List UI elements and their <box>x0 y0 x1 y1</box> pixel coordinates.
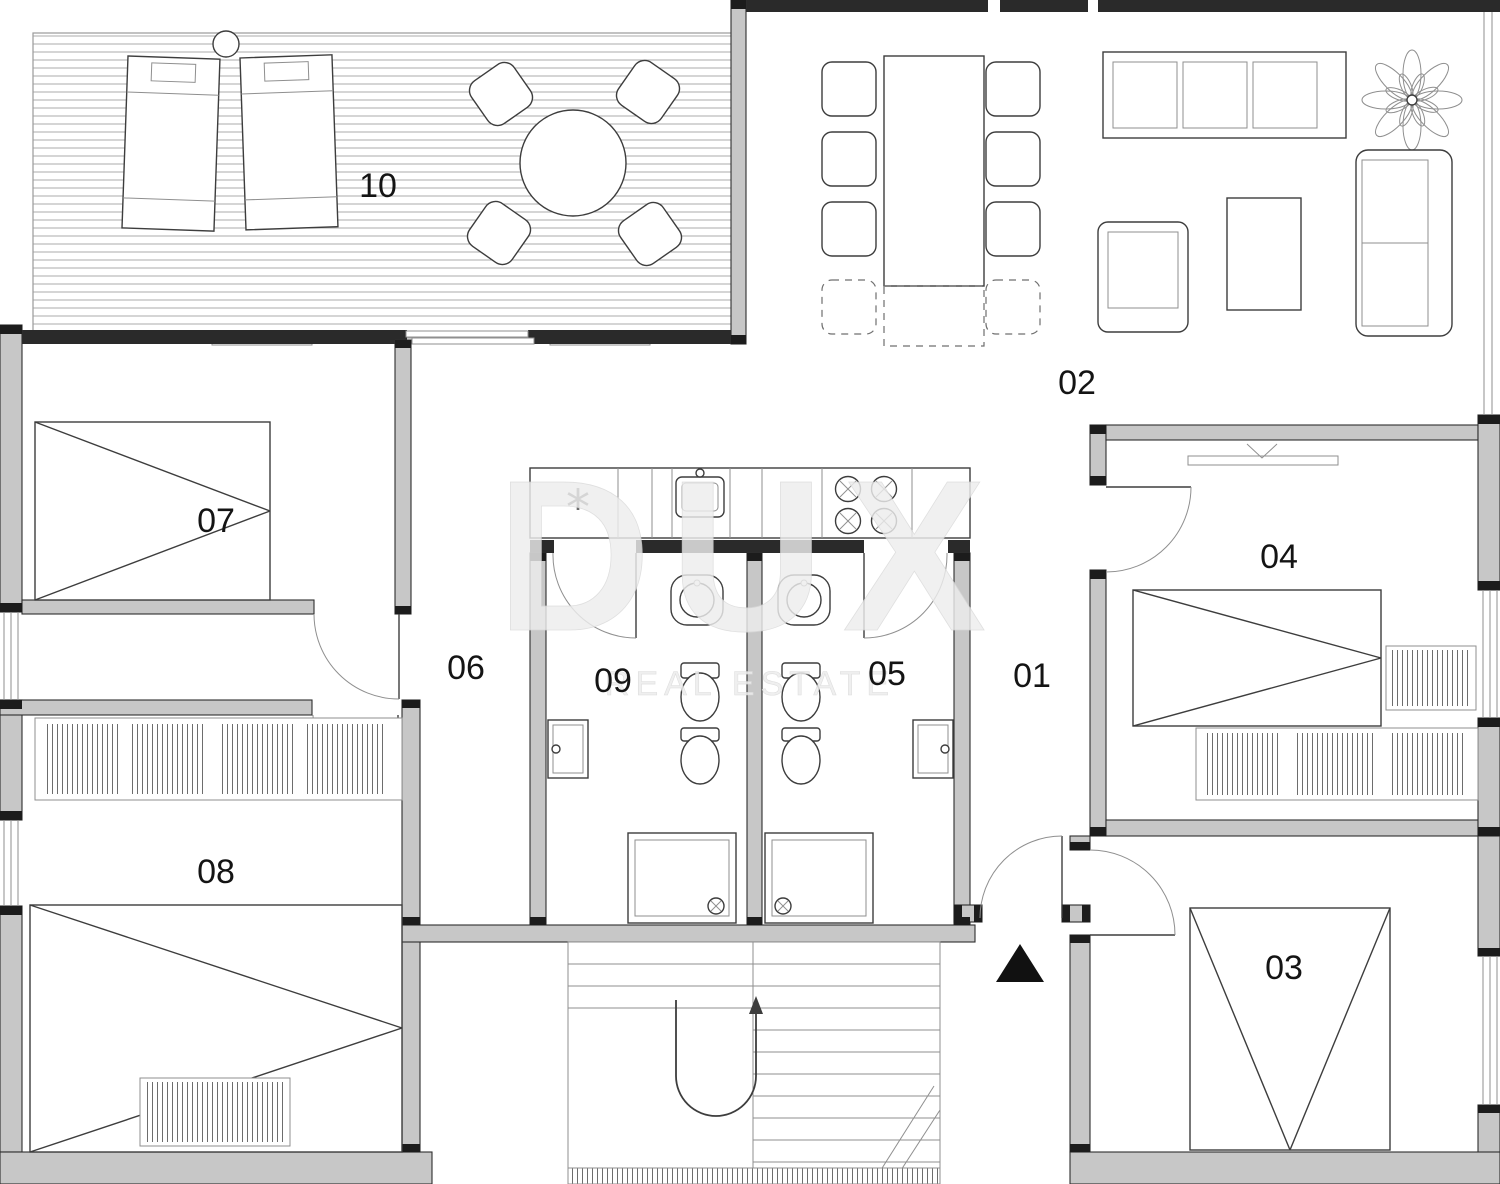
dining-chair <box>985 201 1041 257</box>
window <box>1482 956 1498 1105</box>
door-entrance <box>979 835 1063 919</box>
kitchen-counter <box>529 467 971 539</box>
washbasin <box>912 719 954 779</box>
room-label-04: 04 <box>1260 538 1298 576</box>
dining-chair <box>985 61 1041 117</box>
dining-set <box>821 55 1041 347</box>
shower <box>627 832 737 924</box>
kitchen-sink <box>675 468 725 518</box>
window <box>3 612 19 700</box>
lounge-chair <box>239 54 339 231</box>
round-table <box>519 109 627 217</box>
stair-direction-arrow <box>675 1000 757 1117</box>
dining-chair <box>821 61 877 117</box>
washbasin-round <box>670 574 724 626</box>
bed <box>1189 907 1391 1151</box>
room-label-06: 06 <box>447 649 485 687</box>
bathroom-05 <box>764 574 954 924</box>
bathroom-09 <box>547 574 737 924</box>
window <box>1482 590 1498 718</box>
windows <box>3 12 1498 1105</box>
bedroom-04 <box>1132 443 1479 801</box>
room-label-05: 05 <box>868 655 906 693</box>
terrace <box>32 30 739 346</box>
watermark-line1: DUX <box>496 435 1004 676</box>
dining-chair-optional <box>985 279 1041 335</box>
terrace-side-table <box>212 30 240 58</box>
room-label-09: 09 <box>594 662 632 700</box>
glass-wall <box>1483 12 1493 415</box>
room-label-01: 01 <box>1013 657 1051 695</box>
watermark: DUX REAL ESTATE <box>496 435 1004 704</box>
closet-rail <box>1187 455 1339 466</box>
plant <box>1361 49 1463 151</box>
dining-chair-optional <box>821 279 877 335</box>
tv-sideboard <box>1102 51 1347 139</box>
toilet <box>781 662 821 722</box>
stairs <box>567 941 941 1184</box>
dining-chair <box>821 201 877 257</box>
window <box>3 820 19 906</box>
bedroom-07 <box>34 421 271 601</box>
stair-hatch <box>568 1168 940 1184</box>
lounge-chair <box>121 55 221 232</box>
dining-chair <box>821 131 877 187</box>
washbasin <box>547 719 589 779</box>
dining-chair <box>985 131 1041 187</box>
coffee-table <box>1226 197 1302 311</box>
door-bath09 <box>552 552 637 639</box>
kitchen-note-symbol: * <box>566 480 590 536</box>
watermark-line2: REAL ESTATE <box>605 665 895 703</box>
armchair <box>1097 221 1189 333</box>
cooktop <box>834 475 898 535</box>
door-bath05 <box>863 552 948 639</box>
entrance-arrow <box>996 944 1044 982</box>
bed <box>34 421 271 601</box>
door-room03 <box>1089 849 1176 936</box>
shower <box>764 832 874 924</box>
washbasin-round <box>777 574 831 626</box>
toilet <box>680 662 720 722</box>
bidet <box>680 727 720 785</box>
room-label-03: 03 <box>1265 949 1303 987</box>
room-label-07: 07 <box>197 502 235 540</box>
bedroom-08 <box>29 717 403 1153</box>
rail-arrow <box>1246 443 1278 459</box>
living-dining <box>821 49 1463 347</box>
bedroom-03 <box>1189 907 1391 1151</box>
door-room07 <box>313 613 400 700</box>
dining-table-extension <box>883 285 985 347</box>
terrace-dining-set <box>466 59 683 267</box>
room-label-02: 02 <box>1058 364 1096 402</box>
dining-table <box>883 55 985 287</box>
bed <box>1132 589 1382 727</box>
door-room04 <box>1105 486 1192 573</box>
room-label-08: 08 <box>197 853 235 891</box>
sliding-door <box>405 330 535 345</box>
sofa <box>1355 149 1453 337</box>
room-label-10: 10 <box>359 167 397 205</box>
room-labels: 10 02 07 06 09 05 01 04 08 03 <box>197 167 1303 987</box>
bidet <box>781 727 821 785</box>
kitchen: * <box>529 467 971 539</box>
